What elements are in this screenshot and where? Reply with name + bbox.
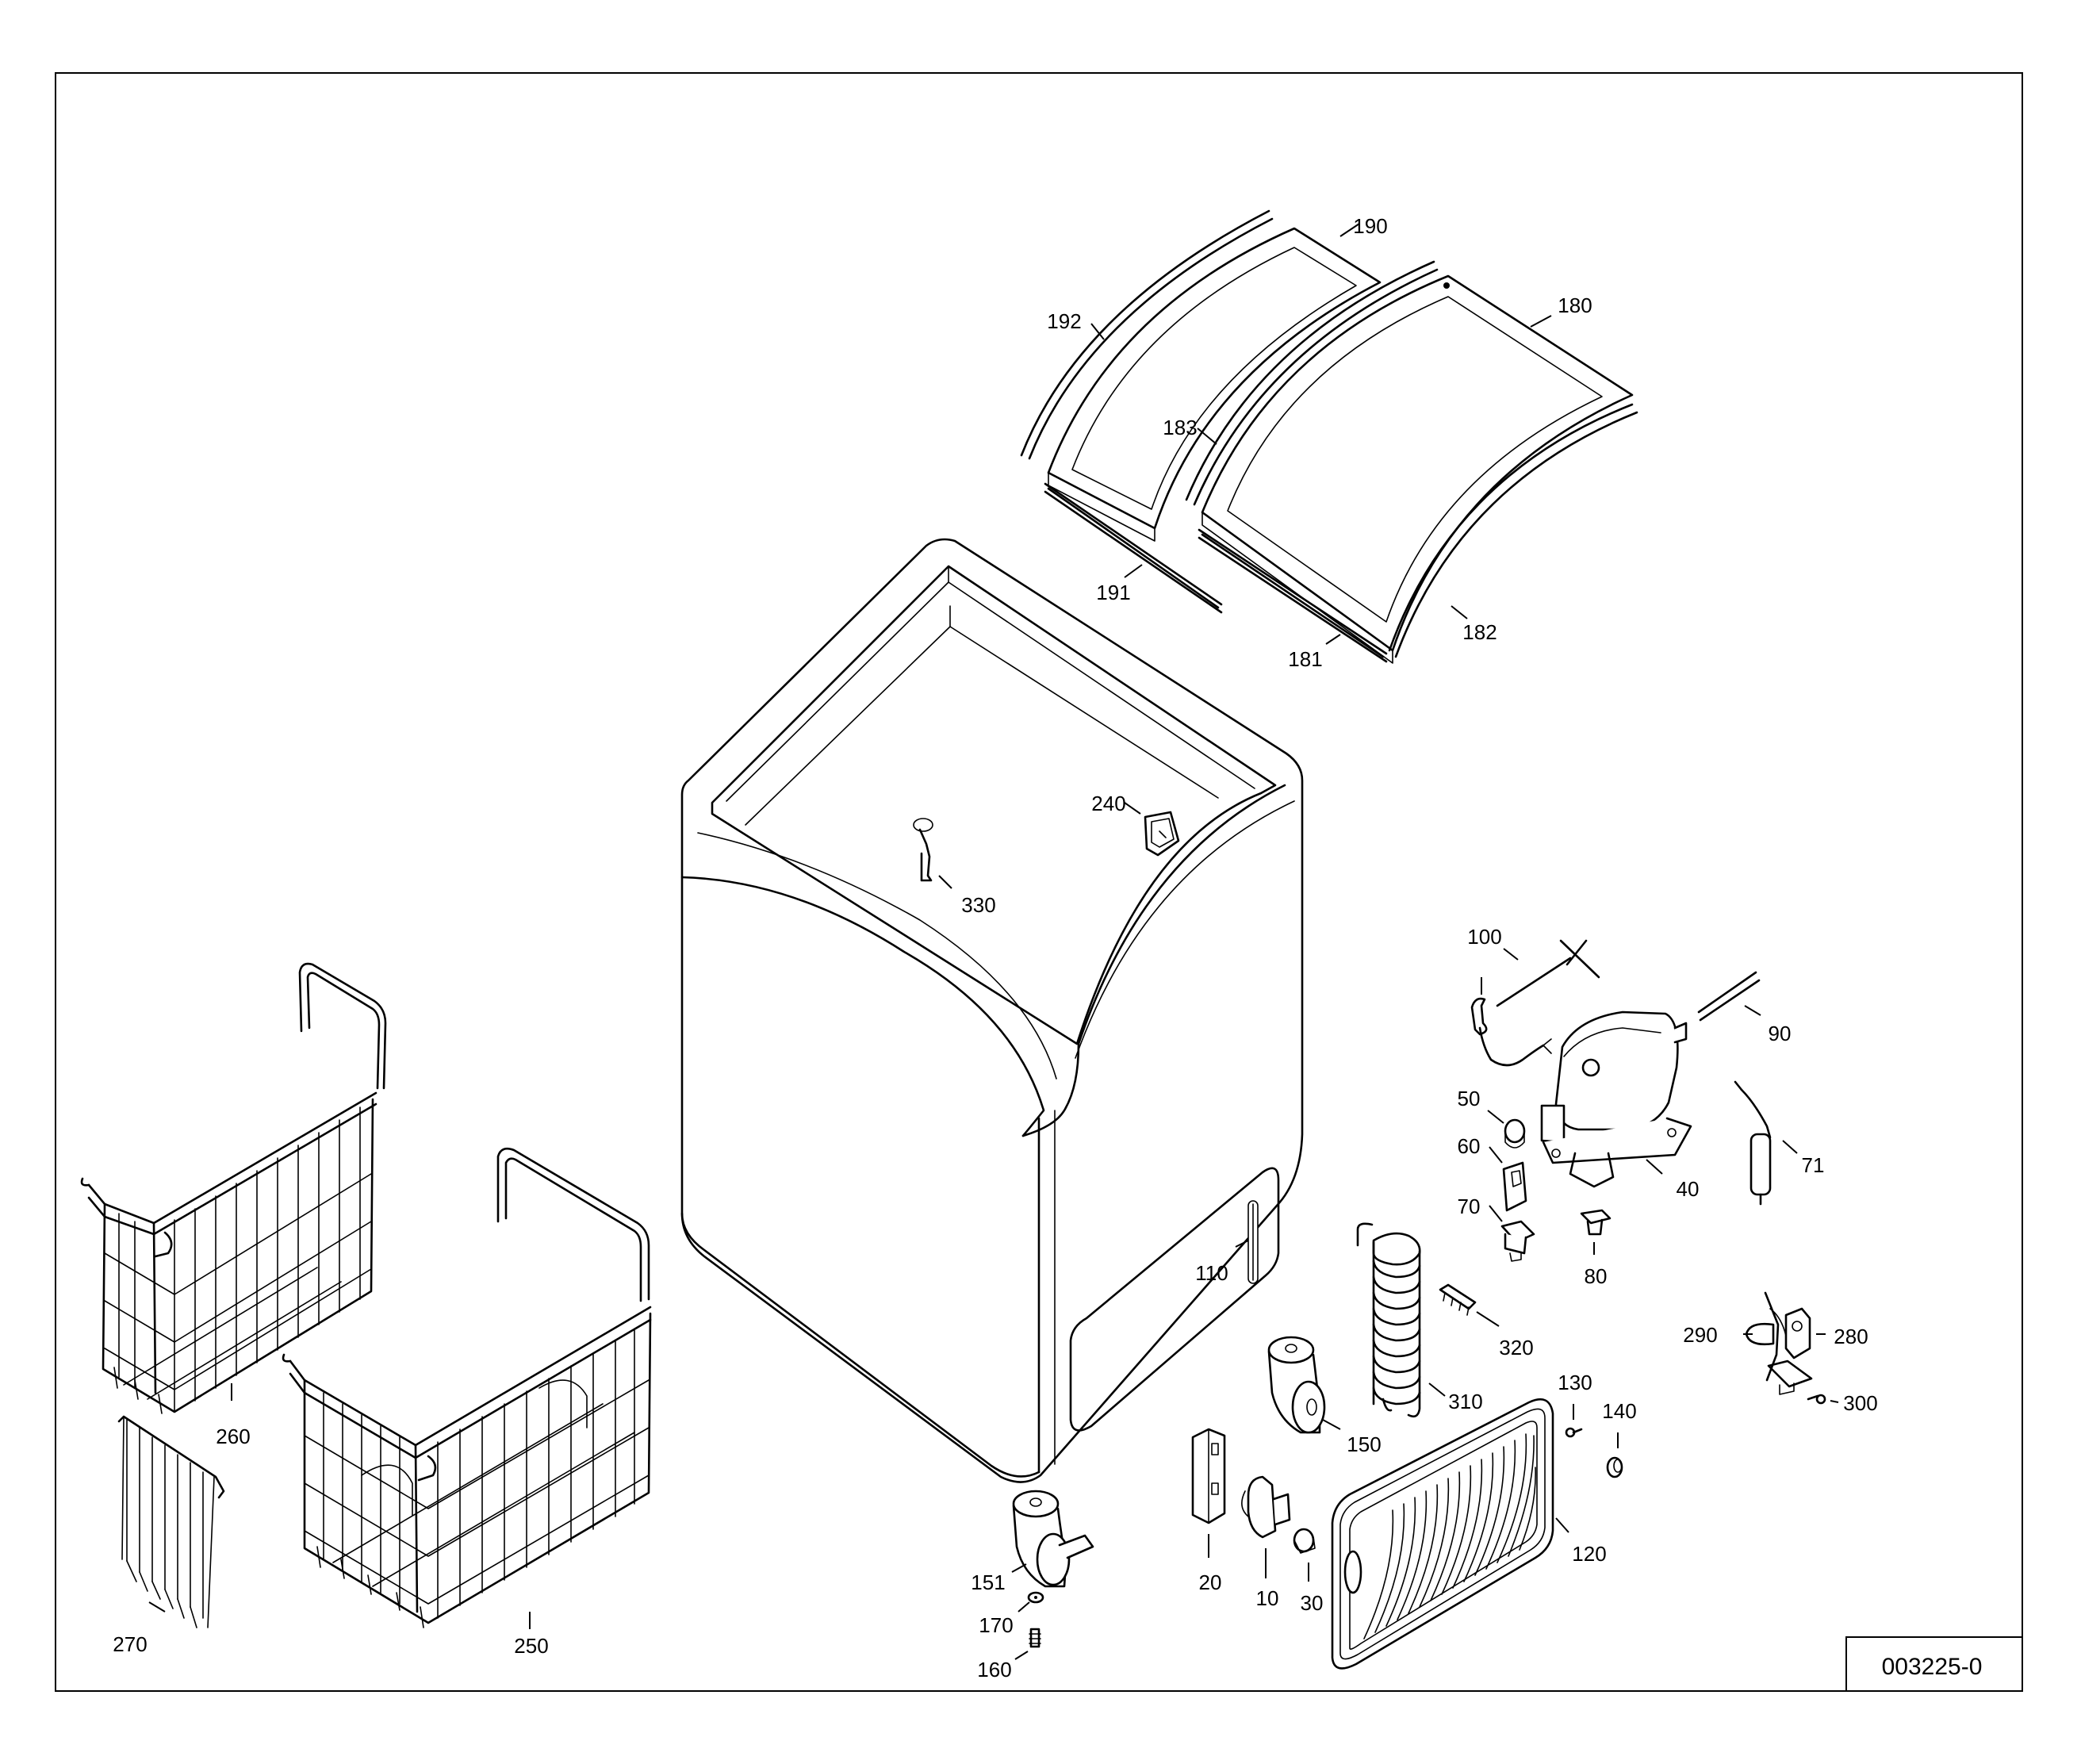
part-label-90: 90 xyxy=(1769,1022,1792,1045)
capillary-tube-icon xyxy=(1697,971,1761,1022)
part-label-182: 182 xyxy=(1462,620,1497,644)
part-label-160: 160 xyxy=(977,1658,1011,1682)
part-label-150: 150 xyxy=(1347,1432,1381,1456)
compressor-foot-icon xyxy=(1580,1209,1612,1236)
part-label-10: 10 xyxy=(1256,1586,1279,1610)
part-label-100: 100 xyxy=(1467,925,1501,949)
part-label-280: 280 xyxy=(1834,1325,1868,1348)
part-label-151: 151 xyxy=(971,1570,1005,1594)
side-handle-icon xyxy=(1247,1200,1259,1284)
part-label-40: 40 xyxy=(1677,1177,1700,1201)
part-labels: 190 192 180 183 191 181 182 240 330 100 … xyxy=(113,214,1877,1682)
part-label-140: 140 xyxy=(1602,1399,1636,1423)
wire-basket-small-icon xyxy=(80,962,387,1414)
drain-plug-icon xyxy=(913,818,933,882)
part-label-320: 320 xyxy=(1499,1336,1533,1359)
part-label-290: 290 xyxy=(1683,1323,1717,1347)
wire-basket-large-icon xyxy=(282,1147,652,1628)
part-label-250: 250 xyxy=(514,1634,548,1658)
ventilation-grille-icon xyxy=(1331,1398,1554,1670)
part-label-240: 240 xyxy=(1091,792,1125,815)
part-label-300: 300 xyxy=(1843,1391,1877,1415)
filter-drier-icon xyxy=(1734,1080,1772,1206)
lid-rail-rear-icon xyxy=(1020,209,1274,460)
part-label-20: 20 xyxy=(1199,1570,1222,1594)
part-label-183: 183 xyxy=(1163,416,1197,439)
castor-wheel-brake-icon xyxy=(1012,1490,1094,1588)
power-cord-icon xyxy=(1470,939,1600,1067)
part-label-192: 192 xyxy=(1047,309,1081,333)
part-label-330: 330 xyxy=(961,893,995,917)
drawing-number: 003225-0 xyxy=(1882,1654,1983,1680)
part-label-50: 50 xyxy=(1458,1087,1481,1110)
part-label-110: 110 xyxy=(1195,1261,1228,1285)
screw-icon-130 xyxy=(1565,1427,1583,1438)
basket-divider-icon xyxy=(117,1415,225,1628)
relay-icon xyxy=(1502,1161,1527,1212)
clip-bracket-icon xyxy=(1439,1283,1477,1316)
part-label-170: 170 xyxy=(979,1613,1013,1637)
part-label-191: 191 xyxy=(1096,581,1130,604)
drawing-border xyxy=(55,72,2023,1692)
part-label-120: 120 xyxy=(1572,1542,1606,1566)
fan-motor-icon xyxy=(1767,1307,1813,1395)
condenser-coil-icon xyxy=(1356,1222,1421,1418)
part-label-30: 30 xyxy=(1301,1591,1324,1615)
fan-blade-icon xyxy=(1745,1291,1787,1382)
part-label-310: 310 xyxy=(1448,1390,1482,1413)
lid-glass-frame-rear-icon xyxy=(1047,227,1382,542)
thermostat-knob-icon xyxy=(1293,1528,1316,1554)
part-label-70: 70 xyxy=(1458,1195,1481,1218)
drawing-number-box: 003225-0 xyxy=(1845,1636,2022,1691)
grommet-icon xyxy=(1504,1118,1526,1149)
lid-assembly xyxy=(1020,209,1638,664)
lid-seal-rear-icon xyxy=(1044,482,1223,614)
lid-seal-front-icon xyxy=(1198,528,1388,663)
compressor-icon xyxy=(1540,1010,1692,1188)
cap-icon xyxy=(1606,1456,1623,1478)
part-label-260: 260 xyxy=(216,1425,250,1448)
part-label-80: 80 xyxy=(1585,1264,1608,1288)
part-label-270: 270 xyxy=(113,1632,147,1656)
leader-lines xyxy=(148,223,1839,1660)
thermostat-plate-icon xyxy=(1144,811,1180,857)
part-label-190: 190 xyxy=(1353,214,1387,238)
lid-rail-inner-icon xyxy=(1185,260,1439,506)
overload-protector-icon xyxy=(1500,1220,1535,1262)
part-label-130: 130 xyxy=(1558,1371,1592,1394)
screw-icon-300 xyxy=(1807,1394,1826,1405)
part-label-71: 71 xyxy=(1802,1153,1825,1177)
washer-icon xyxy=(1027,1591,1044,1604)
part-label-181: 181 xyxy=(1288,647,1322,671)
lid-glass-frame-front-icon xyxy=(1201,274,1634,664)
thermostat-icon xyxy=(1241,1475,1291,1539)
freezer-cabinet xyxy=(680,538,1304,1483)
lid-rail-front-icon xyxy=(1388,403,1638,658)
castor-wheel-icon xyxy=(1267,1336,1326,1434)
part-label-60: 60 xyxy=(1458,1134,1481,1158)
screw-icon-160 xyxy=(1029,1628,1041,1648)
part-label-180: 180 xyxy=(1558,293,1592,317)
switch-housing-icon xyxy=(1191,1428,1226,1524)
